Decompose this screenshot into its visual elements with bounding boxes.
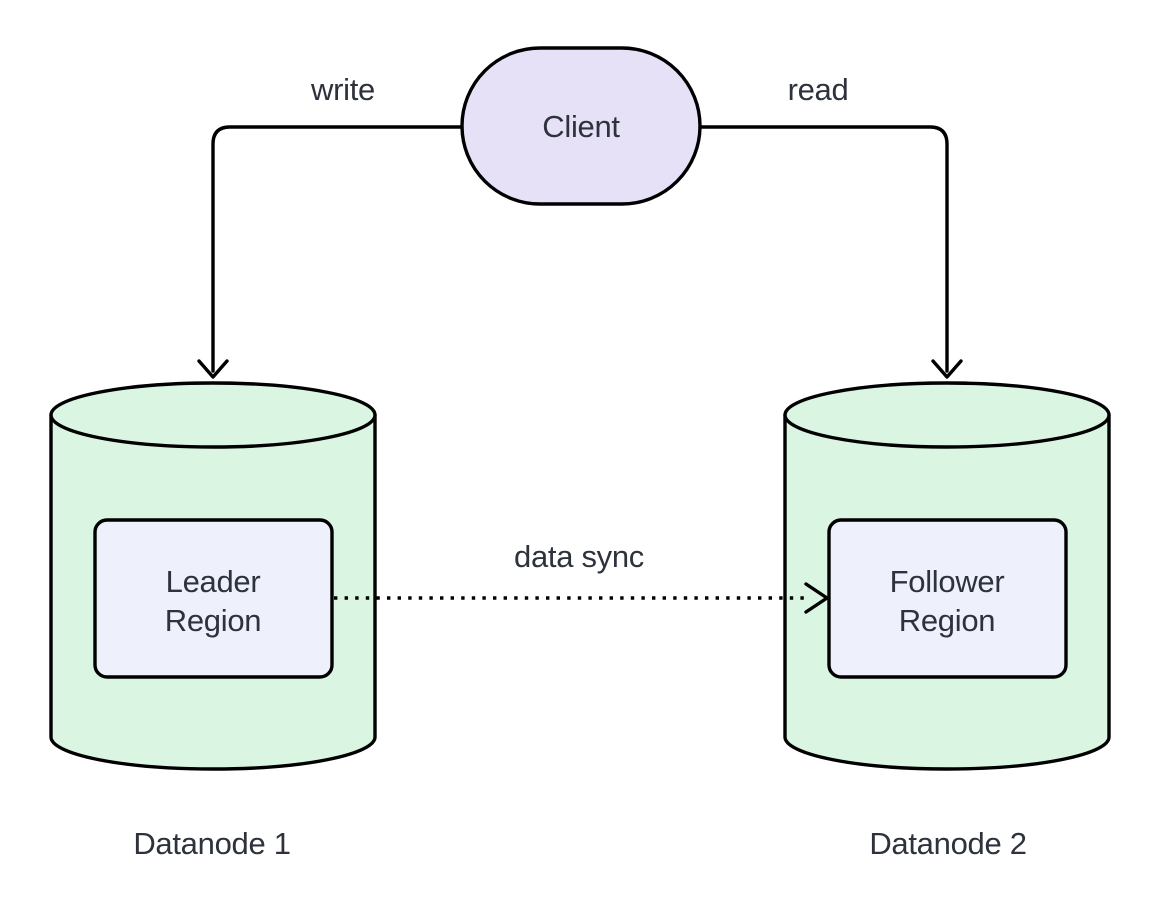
edge-data-sync-label: data sync (514, 539, 644, 574)
node-datanode2: Follower Region Datanode 2 (783, 381, 1111, 861)
datanode1-cylinder-top (49, 381, 377, 449)
edge-read-line (698, 125, 949, 373)
leader-region-label-line1: Leader (166, 564, 261, 599)
leader-region-box (93, 518, 334, 679)
edge-data-sync-arrowhead-icon (804, 582, 829, 614)
follower-region-label-line2: Region (899, 603, 995, 638)
client-label: Client (542, 109, 620, 144)
edge-write: write (197, 72, 464, 379)
edge-write-arrowhead-icon (197, 359, 229, 379)
edge-write-label: write (310, 72, 375, 107)
edge-data-sync: data sync (334, 539, 829, 614)
edge-read-arrowhead-icon (931, 359, 963, 379)
node-datanode1: Leader Region Datanode 1 (49, 381, 377, 861)
datanode1-label: Datanode 1 (133, 826, 290, 861)
datanode2-label: Datanode 2 (869, 826, 1026, 861)
datanode2-cylinder-top (783, 381, 1111, 449)
edge-read: read (698, 72, 963, 379)
edge-read-label: read (788, 72, 849, 107)
node-client: Client (460, 46, 702, 206)
follower-region-label-line1: Follower (890, 564, 1005, 599)
leader-region-label-line2: Region (165, 603, 261, 638)
follower-region-box (827, 518, 1068, 679)
edge-write-line (211, 125, 464, 373)
